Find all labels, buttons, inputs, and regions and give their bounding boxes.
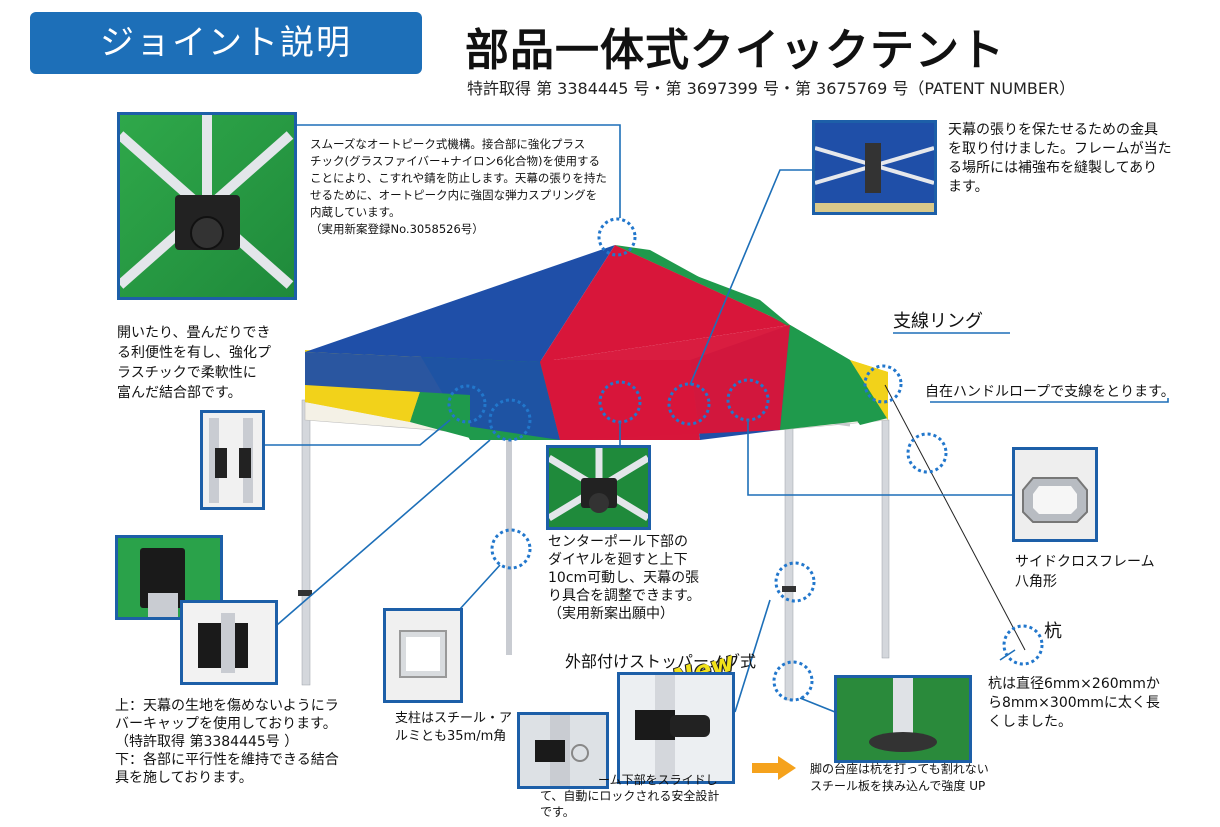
bracket-photo (812, 120, 937, 215)
bracket-description: 天幕の張りを保たせるための金具 を取り付けました。フレームが当た る場所には補強… (948, 122, 1172, 195)
patent-numbers: 特許取得 第 3384445 号・第 3697399 号・第 3675769 号… (467, 79, 1076, 98)
tent-leg-left (301, 399, 311, 686)
ring-note: 自在ハンドルロープで支線をとります。 (925, 384, 1175, 400)
side-frame-label: サイドクロスフレーム 八角形 (1015, 554, 1155, 590)
stake-title: 杭 (1044, 621, 1062, 642)
stopper-photo (617, 672, 735, 784)
joint-ring (488, 398, 532, 442)
pole-section-photo (383, 608, 463, 703)
leg-joint (782, 586, 796, 592)
peak-photo (117, 112, 297, 300)
side-frame-photo (1012, 447, 1098, 542)
peak-description: スムーズなオートピーク式機構。接合部に強化プラス チック(グラスファイバー+ナイ… (310, 137, 607, 236)
stopper-description: ーム下部をスライドし て、自動にロックされる安全設計 です。 (540, 773, 720, 819)
section-badge: ジョイント説明 (30, 12, 422, 74)
base-ring (772, 660, 814, 702)
base-description: 脚の台座は杭を打っても割れない スチール板を挟み込んで強度 UP (810, 762, 989, 793)
stake-description: 杭は直径6mm×260mmか ら8mm×300mmに太く長 くしました。 (988, 676, 1160, 730)
ring-ring (863, 364, 903, 404)
pole-description: 支柱はスチール・ア ルミとも35m/m角 (395, 711, 513, 744)
center-pole-description: センターポール下部の ダイヤルを廻すと上下 10cm可動し、天幕の張 り具合を調… (548, 534, 701, 622)
joint-description: 開いたり、畳んだりでき る利便性を有し、強化プ ラスチックで柔軟性に 富んだ結合… (117, 325, 271, 401)
joint-photo (200, 410, 265, 510)
peak-ring (597, 217, 637, 257)
cap-description: 上：天幕の生地を傷めないようにラ バーキャップを使用しております。 （特許取得 … (115, 698, 339, 786)
rope-ring (906, 432, 948, 474)
stake-ring (1002, 624, 1044, 666)
stopper-ring (774, 561, 816, 603)
right-arrow-icon (752, 756, 796, 780)
center-pole-photo (546, 445, 651, 530)
base-photo (834, 675, 972, 763)
page-title: 部品一体式クイックテント (465, 25, 1005, 76)
leg-joint (298, 590, 312, 596)
cap-photo-bottom (180, 600, 278, 685)
ring-title: 支線リング (893, 311, 983, 332)
pole-ring (490, 528, 532, 570)
joint-ring (447, 384, 487, 424)
stopper-title: 外部付けストッパーノブ式 (565, 652, 757, 671)
stopper-detail-photo (517, 712, 609, 789)
tent-leg-back (506, 430, 512, 655)
tent-leg-right (881, 419, 890, 659)
joint-ring (667, 382, 711, 426)
